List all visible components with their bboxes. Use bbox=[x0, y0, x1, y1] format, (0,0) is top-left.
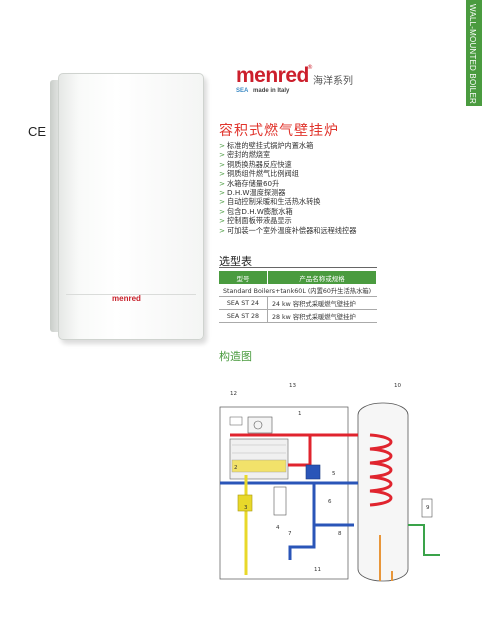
arrow-icon: > bbox=[219, 197, 226, 207]
desc-cell: 28 kw 容积式采暖燃气壁挂炉 bbox=[267, 309, 377, 323]
feature-item: >控制面板带液晶显示 bbox=[219, 216, 292, 226]
arrow-icon: > bbox=[219, 225, 226, 235]
expansion-vessel bbox=[273, 486, 287, 516]
series-name: 海洋系列 bbox=[313, 76, 353, 87]
diagram-label: 8 bbox=[338, 531, 342, 537]
spec-table: 型号 产品名称或规格 Standard Boilers+tank60L (内置6… bbox=[219, 271, 377, 323]
arrow-icon: > bbox=[219, 159, 226, 169]
pump bbox=[305, 464, 321, 480]
header-model: 型号 bbox=[219, 271, 268, 284]
spec-section-title: 选型表 bbox=[219, 255, 252, 268]
feature-item: >自动控制采暖和生活热水转换 bbox=[219, 197, 321, 207]
brand-logo: menred bbox=[236, 64, 309, 87]
feature-item: >包含D.H.W膨胀水箱 bbox=[219, 206, 293, 216]
diagram-label: 2 bbox=[234, 465, 238, 471]
boiler-control-panel bbox=[66, 294, 196, 329]
diagram-label: 13 bbox=[289, 383, 296, 389]
return-pipe-blue-2 bbox=[288, 483, 316, 560]
table-row: SEA ST 24 24 kw 容积式采暖燃气壁挂炉 bbox=[219, 296, 377, 310]
registered-mark: ® bbox=[307, 64, 313, 71]
arrow-icon: > bbox=[219, 141, 226, 150]
diagram-label: 10 bbox=[394, 383, 401, 389]
sea-mark: SEA bbox=[236, 88, 249, 94]
table-row: Standard Boilers+tank60L (内置60升生活热水箱) bbox=[219, 284, 377, 297]
feature-item: >D.H.W温度探测器 bbox=[219, 188, 286, 198]
side-tab: WALL-MOUNTED BOILER bbox=[466, 0, 482, 106]
pressure-switch bbox=[229, 416, 243, 426]
brand-tagline: SEA made in Italy bbox=[236, 88, 289, 94]
arrow-icon: > bbox=[219, 216, 226, 226]
diagram-label: 1 bbox=[298, 411, 302, 417]
feature-item: >标准的壁挂式锅炉内置水箱 bbox=[219, 141, 314, 150]
tank-expansion bbox=[421, 498, 433, 518]
burner bbox=[231, 459, 287, 473]
side-tab-label: WALL-MOUNTED BOILER bbox=[468, 4, 477, 104]
arrow-icon: > bbox=[219, 188, 226, 198]
table-row: SEA ST 28 28 kw 容积式采暖燃气壁挂炉 bbox=[219, 309, 377, 323]
feature-item: >密封的燃烧室 bbox=[219, 150, 271, 160]
fins bbox=[232, 444, 286, 470]
flow-pipe-red-2 bbox=[288, 435, 312, 467]
desc-cell: 24 kw 容积式采暖燃气壁挂炉 bbox=[267, 296, 377, 310]
drain-pipe bbox=[408, 524, 440, 556]
boiler-image bbox=[58, 73, 204, 340]
boiler-logo: menred bbox=[112, 294, 141, 303]
diagram-label: 6 bbox=[328, 499, 332, 505]
feature-item: >可加装一个室外温度补偿器和远程线控器 bbox=[219, 225, 357, 235]
arrow-icon: > bbox=[219, 150, 226, 160]
structure-section-title: 构造图 bbox=[219, 350, 252, 363]
fan-wheel bbox=[253, 420, 263, 430]
section-divider bbox=[219, 267, 377, 268]
full-row-cell: Standard Boilers+tank60L (内置60升生活热水箱) bbox=[219, 284, 377, 297]
feature-item: >铜质组件燃气比例阀组 bbox=[219, 169, 299, 179]
header-desc: 产品名称或规格 bbox=[267, 271, 377, 284]
tank-coil bbox=[369, 433, 393, 507]
diagram-label: 7 bbox=[288, 531, 292, 537]
boiler-side-shadow bbox=[50, 80, 60, 332]
made-in-italy: made in Italy bbox=[253, 88, 290, 94]
diagram-label: 11 bbox=[314, 567, 321, 573]
arrow-icon: > bbox=[219, 169, 226, 179]
diagram-label: 9 bbox=[426, 505, 430, 511]
diagram-label: 3 bbox=[244, 505, 248, 511]
feature-list: >标准的壁挂式锅炉内置水箱 >密封的燃烧室 >铜质换热器反应快速 >铜质组件燃气… bbox=[219, 141, 356, 235]
boiler-outline bbox=[219, 406, 349, 580]
spec-header-row: 型号 产品名称或规格 bbox=[219, 271, 377, 284]
diagram-label: 5 bbox=[332, 471, 336, 477]
ce-mark: CE bbox=[28, 124, 47, 139]
diagram-label: 12 bbox=[230, 391, 237, 397]
model-cell: SEA ST 28 bbox=[219, 309, 268, 323]
diagram-label: 4 bbox=[276, 525, 280, 531]
product-title: 容积式燃气壁挂炉 bbox=[219, 123, 339, 139]
arrow-icon: > bbox=[219, 206, 226, 216]
gas-valve bbox=[237, 494, 253, 512]
model-cell: SEA ST 24 bbox=[219, 296, 268, 310]
structure-diagram: 13 10 12 1 2 3 4 5 6 7 8 9 11 bbox=[219, 383, 440, 582]
fan bbox=[247, 416, 273, 434]
feature-item: >铜质换热器反应快速 bbox=[219, 159, 292, 169]
heat-exchanger bbox=[229, 438, 289, 480]
feature-item: >水箱存储量60升 bbox=[219, 178, 280, 188]
arrow-icon: > bbox=[219, 178, 226, 188]
brand-block: menred ® 海洋系列 SEA made in Italy bbox=[236, 64, 353, 94]
